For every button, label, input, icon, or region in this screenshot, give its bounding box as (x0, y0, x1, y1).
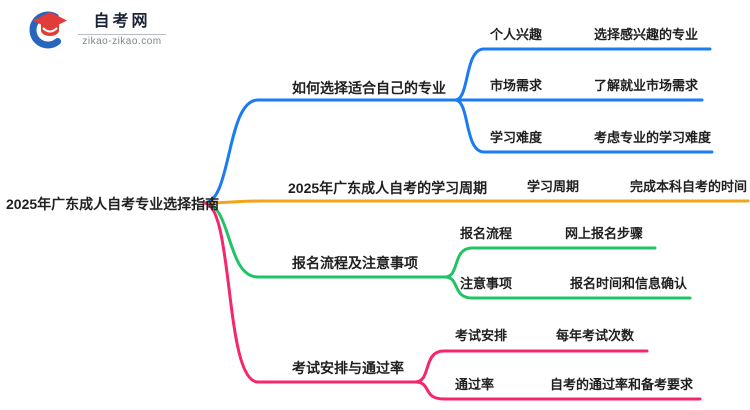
leaf-label-registration-notes: 报名时间和信息确认 (570, 276, 688, 291)
branch-label-registration: 报名流程及注意事项 (292, 255, 418, 271)
subtopic-label-pass-rate: 通过率 (455, 377, 495, 392)
branch-label-exam-passrate: 考试安排与通过率 (292, 360, 404, 376)
subtopic-label-study-difficulty: 学习难度 (490, 130, 543, 145)
branch-label-study-cycle: 2025年广东成人自考的学习周期 (288, 180, 488, 196)
leaf-label-exam-schedule: 每年考试次数 (556, 328, 635, 343)
branch-label-choose-major: 如何选择适合自己的专业 (292, 80, 446, 96)
site-domain: zikao-zikao.com (82, 35, 162, 47)
branch-line-blue-main (202, 98, 704, 205)
branch-line-pink-up (413, 349, 649, 384)
leaf-label-study-difficulty: 考虑专业的学习难度 (594, 130, 712, 145)
leaf-label-registration-process: 网上报名步骤 (565, 226, 644, 241)
branch-line-pink-main (202, 201, 417, 384)
branch-line-blue-down (453, 98, 714, 154)
leaf-label-personal-interest: 选择感兴趣的专业 (594, 27, 699, 42)
graduation-cap-logo-icon (29, 11, 67, 49)
leaf-label-study-cycle: 完成本科自考的时间 (630, 179, 748, 194)
branch-line-pink-down (413, 380, 702, 401)
subtopic-label-study-cycle: 学习周期 (527, 179, 580, 194)
leaf-label-pass-rate: 自考的通过率和备考要求 (550, 377, 694, 392)
logo-divider (78, 33, 166, 35)
subtopic-label-market-demand: 市场需求 (490, 78, 543, 93)
logo-text-block: 自考网 zikao-zikao.com (78, 12, 166, 47)
branch-line-blue-up (453, 47, 712, 102)
branch-line-orange (202, 199, 750, 205)
branch-line-green-down (443, 275, 692, 300)
subtopic-label-registration-process: 报名流程 (460, 226, 513, 241)
subtopic-label-personal-interest: 个人兴趣 (490, 27, 543, 42)
subtopic-label-registration-notes: 注意事项 (460, 276, 513, 291)
site-logo: 自考网 zikao-zikao.com (28, 8, 166, 52)
branch-line-green-up (443, 246, 657, 279)
branch-line-green-main (202, 201, 447, 279)
root-topic: 2025年广东成人自考专业选择指南 (6, 196, 220, 212)
site-name: 自考网 (93, 13, 151, 31)
subtopic-label-exam-schedule: 考试安排 (455, 328, 508, 343)
leaf-label-market-demand: 了解就业市场需求 (594, 78, 699, 93)
